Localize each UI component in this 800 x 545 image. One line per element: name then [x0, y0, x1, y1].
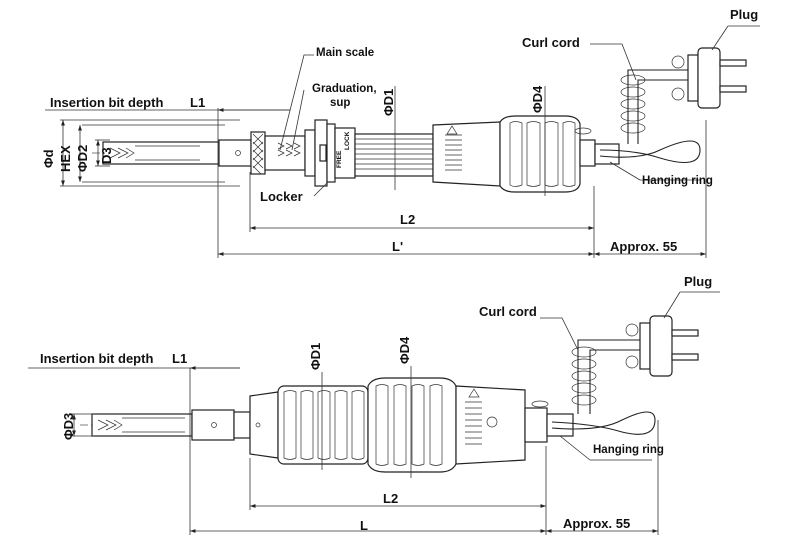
top-tail: [574, 127, 701, 167]
top-scale-collar: [250, 119, 356, 187]
bottom-l-label: L: [360, 518, 368, 533]
top-l1-label: L1: [190, 95, 206, 110]
top-insertion-bit-depth-label: Insertion bit depth: [50, 95, 164, 110]
bottom-approx-label: Approx. 55: [563, 516, 631, 531]
bottom-tail: [524, 400, 656, 443]
top-sup-label: sup: [330, 97, 351, 109]
bottom-dimensions: [28, 291, 720, 535]
top-graduation-label: Graduation,: [312, 83, 377, 95]
top-l2-label: L2: [400, 212, 416, 227]
bottom-phi-d4-label: ΦD4: [397, 336, 412, 364]
bottom-nose: [249, 391, 279, 459]
top-screwdriver: [45, 25, 760, 258]
top-plug-label: Plug: [730, 7, 759, 22]
top-phi-d1-label: ΦD1: [381, 88, 396, 116]
top-phi-d-label: Φd: [41, 149, 56, 168]
top-locker-label: Locker: [260, 189, 303, 204]
bottom-body: [455, 385, 526, 465]
top-hex-label: HEX: [58, 145, 73, 172]
bottom-phi-d1-label: ΦD1: [308, 342, 323, 370]
top-approx-label: Approx. 55: [610, 239, 678, 254]
top-d3-label: D3: [99, 147, 114, 164]
top-curl-cord: [620, 69, 690, 144]
bottom-plug: [625, 315, 699, 377]
top-body: [432, 121, 501, 187]
top-phi-d4-label: ΦD4: [530, 85, 545, 113]
top-grip: [499, 115, 581, 193]
top-hanging-ring-label: Hanging ring: [642, 175, 713, 187]
top-l-prime-label: L': [392, 239, 404, 254]
top-lock-label: LOCK: [344, 131, 351, 150]
top-phi-d2-label: ΦD2: [75, 144, 90, 172]
top-bit: [102, 139, 252, 167]
top-dimensions: [45, 25, 760, 258]
bottom-l1-label: L1: [172, 351, 188, 366]
bottom-hanging-ring-label: Hanging ring: [593, 444, 664, 456]
bottom-d4-grip: [367, 377, 457, 473]
bottom-plug-label: Plug: [684, 274, 713, 289]
top-plug: [671, 47, 747, 109]
bottom-l2-label: L2: [383, 491, 399, 506]
bottom-curl-cord: [571, 339, 640, 414]
top-main-scale-label: Main scale: [316, 47, 375, 59]
bottom-insertion-bit-depth-label: Insertion bit depth: [40, 351, 154, 366]
top-d1-section: [354, 133, 434, 177]
bottom-d1-grip: [277, 385, 369, 465]
top-free-label: FREE: [336, 150, 343, 168]
bottom-bit: [91, 409, 251, 441]
bottom-curl-cord-label: Curl cord: [479, 304, 537, 319]
bottom-phi-d3-label: ΦD3: [61, 412, 76, 440]
top-curl-cord-label: Curl cord: [522, 35, 580, 50]
bottom-screwdriver: [28, 291, 720, 535]
